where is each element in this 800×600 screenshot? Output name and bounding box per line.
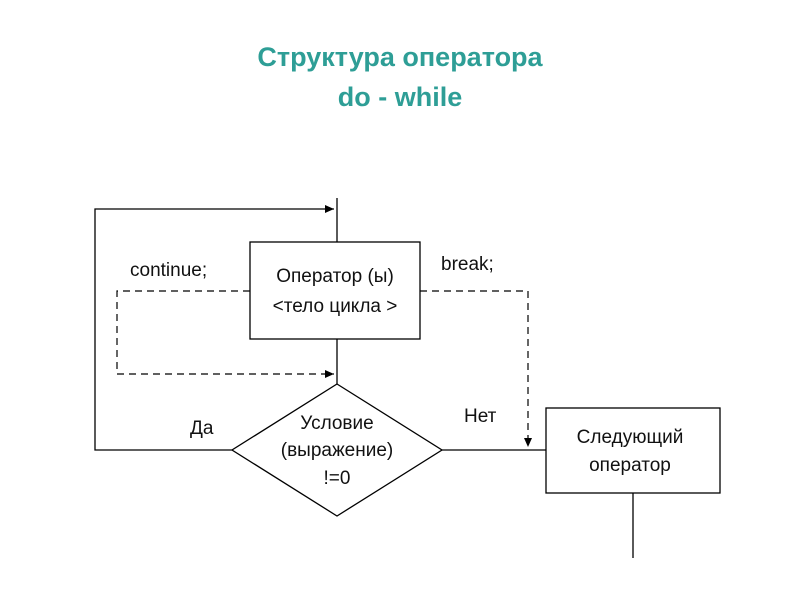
loop-body-label-line2: <тело цикла >	[273, 296, 398, 317]
condition-label-line3: !=0	[324, 468, 351, 489]
loop-body-block	[249, 241, 421, 340]
yes-label: Да	[190, 418, 214, 439]
diagram-title-line2: do - while	[337, 82, 463, 112]
no-label: Нет	[464, 406, 497, 427]
break-label: break;	[441, 254, 494, 275]
break-dashed-arrow	[420, 290, 532, 447]
condition-label-line2: (выражение)	[281, 440, 394, 461]
loop-body-label-line1: Оператор (ы)	[276, 266, 394, 287]
continue-label: continue;	[130, 260, 207, 281]
condition-diamond	[230, 383, 444, 517]
loop-back-arrow	[94, 205, 334, 451]
continue-dashed-arrow	[116, 290, 334, 378]
next-statement-label-line1: Следующий	[577, 427, 684, 448]
diagram-title-line1: Структура оператора	[257, 42, 543, 72]
next-statement-block	[545, 407, 721, 494]
next-statement-label-line2: оператор	[589, 455, 671, 476]
condition-label-line1: Условие	[300, 413, 373, 434]
